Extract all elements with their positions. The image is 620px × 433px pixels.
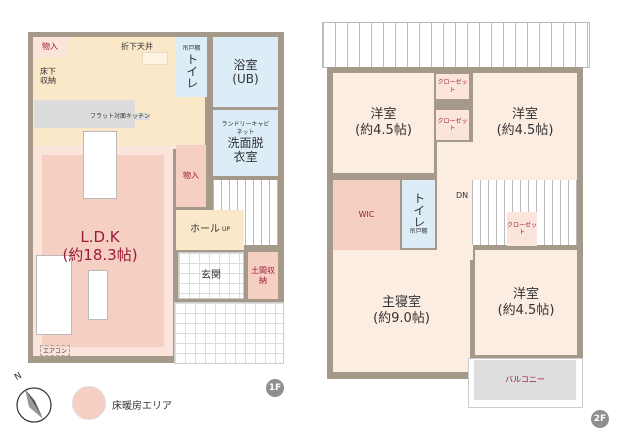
hall: ホール UP [176, 210, 244, 250]
toilet-label: トイレ [184, 52, 199, 89]
storage-mid: 物入 [176, 145, 206, 207]
ceiling-box [142, 52, 168, 65]
floor2-badge: 2F [591, 410, 609, 428]
north-compass-icon [16, 387, 52, 423]
ldk-label: L.D.K (約18.3帖) [35, 228, 165, 264]
room-top-right: 洋室 (約4.5帖) [473, 73, 577, 173]
hall-2f-top [437, 172, 577, 180]
balcony: バルコニー [474, 360, 576, 400]
toilet-2f-label: トイレ [411, 192, 426, 229]
room-top-right-size: (約4.5帖) [496, 123, 554, 138]
closet-3: クローゼット [507, 212, 537, 246]
bathroom: 浴室 (UB) [213, 37, 278, 107]
sofa [36, 255, 72, 335]
room-top-right-name: 洋室 [511, 107, 538, 123]
bath-label: 浴室 [233, 57, 258, 72]
master-size: (約9.0帖) [373, 311, 430, 326]
ceiling-label: 折下天井 [121, 42, 153, 51]
toilet-1f: 吊戸棚 トイレ [176, 37, 207, 97]
aircon-label: エアコン [40, 345, 71, 356]
bath-type: (UB) [232, 72, 259, 86]
room-bottom-right-name: 洋室 [512, 286, 539, 302]
closet-1: クローゼット [436, 74, 469, 99]
closet-2: クローゼット [436, 110, 469, 140]
washroom-label: 洗面脱衣室 [227, 135, 264, 165]
hall-2f [437, 142, 473, 260]
master-bedroom: 主寝室 (約9.0帖) [333, 250, 470, 372]
ldk-size: (約18.3帖) [62, 246, 138, 264]
floor-heating-label: 床暖房エリア [112, 401, 172, 412]
room-bottom-right-size: (約4.5帖) [497, 302, 555, 318]
hall-label: ホール [189, 224, 220, 235]
master-name: 主寝室 [381, 295, 421, 311]
dn-label: DN [456, 191, 469, 200]
laundry-cabinet-label: ランドリーキャビネット [221, 121, 270, 136]
floor-heating-swatch [72, 386, 106, 420]
floor1-badge: 1F [266, 379, 284, 397]
entrance: 玄関 [178, 252, 244, 299]
room-top-left-size: (約4.5帖) [355, 123, 412, 138]
room-bottom-right: 洋室 (約4.5帖) [475, 250, 577, 355]
washroom: ランドリーキャビネット 洗面脱衣室 [213, 110, 278, 176]
roof [322, 22, 590, 68]
storage-top: 物入 [33, 37, 67, 57]
ldk-name: L.D.K [80, 228, 120, 246]
wic: WIC [333, 180, 400, 250]
toilet-2f-shelf: 吊戸棚 [409, 228, 428, 236]
coffee-table [88, 270, 108, 320]
doma-storage: 土間収納 [248, 252, 278, 299]
toilet-2f: トイレ 吊戸棚 [402, 180, 435, 248]
dining-table [83, 131, 117, 199]
room-top-left: 洋室 (約4.5帖) [333, 73, 434, 173]
room-top-left-name: 洋室 [370, 107, 397, 123]
toilet-shelf-label: 吊戸棚 [182, 45, 201, 53]
underfloor-storage-label: 床下収納 [40, 67, 56, 85]
porch [174, 302, 284, 364]
kitchen-label: フラット対面キッチン [90, 113, 151, 121]
up-label: UP [221, 226, 230, 234]
